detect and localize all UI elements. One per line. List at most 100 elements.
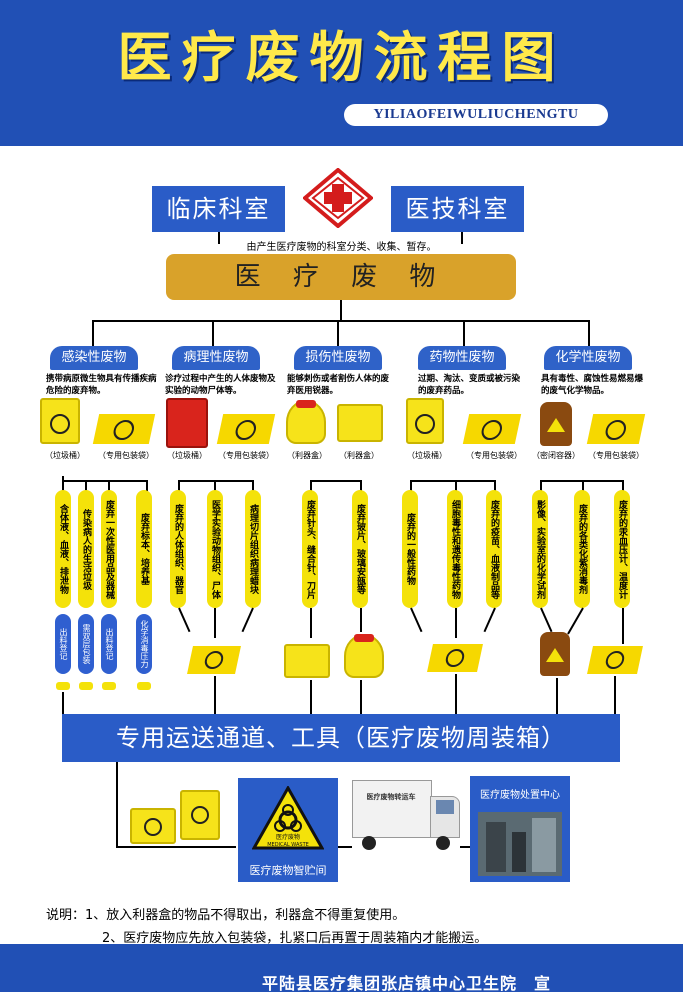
connector bbox=[212, 320, 214, 346]
medical-waste-box: 医 疗 废 物 bbox=[166, 254, 516, 300]
category-desc: 过期、淘汰、变质或被污染的废弃药品。 bbox=[418, 374, 521, 396]
truck-text: 医疗废物转运车 bbox=[366, 793, 416, 801]
sharps-box-icon bbox=[284, 644, 330, 678]
page-title: 医疗废物流程图 bbox=[117, 26, 566, 89]
connector bbox=[360, 608, 362, 632]
container-label: （垃圾桶） bbox=[167, 451, 207, 460]
connector bbox=[360, 680, 362, 714]
container-label: （专用包装袋） bbox=[218, 451, 274, 460]
connector bbox=[310, 480, 362, 482]
connector bbox=[340, 300, 342, 320]
connector bbox=[218, 232, 220, 244]
tag-marker bbox=[79, 682, 93, 690]
item-pill: 细胞毒性和遗传毒性药物 bbox=[447, 490, 463, 608]
item-pill: 废弃的人体组织、器官 bbox=[170, 490, 186, 608]
item-pill: 废弃针头、缝合针、刀片等 bbox=[302, 490, 318, 608]
item-pill: 废弃的各类化紫消毒剂 bbox=[574, 490, 590, 608]
connector bbox=[214, 608, 216, 638]
category-chemical: 化学性废物 bbox=[544, 346, 632, 370]
connector bbox=[108, 480, 110, 492]
connector bbox=[567, 607, 584, 635]
connector bbox=[310, 608, 312, 638]
connector bbox=[178, 480, 180, 492]
category-infectious: 感染性废物 bbox=[50, 346, 138, 370]
item-pill: 废弃玻片、玻璃安瓿等 bbox=[352, 490, 368, 608]
item-pill: 影像、实验室的化学试剂 bbox=[532, 490, 548, 608]
facility-photo bbox=[478, 812, 562, 876]
transport-truck-icon: 医疗废物转运车 bbox=[352, 780, 460, 864]
category-injurious: 损伤性废物 bbox=[294, 346, 382, 370]
sealed-bottle-icon bbox=[540, 632, 570, 676]
connector bbox=[622, 608, 624, 644]
connector bbox=[461, 232, 463, 244]
connector bbox=[241, 607, 254, 633]
connector bbox=[310, 680, 312, 714]
container-label: （垃圾桶） bbox=[407, 451, 447, 460]
connector bbox=[92, 320, 590, 322]
connector bbox=[62, 692, 64, 714]
handling-note: 出料登记 bbox=[55, 614, 71, 674]
container-label: （垃圾桶） bbox=[45, 451, 85, 460]
connector bbox=[494, 480, 496, 492]
yellow-bin-icon bbox=[180, 790, 220, 840]
connector bbox=[338, 846, 352, 848]
connector bbox=[483, 607, 496, 633]
connector bbox=[410, 480, 496, 482]
pinyin-subtitle: YILIAOFEIWULIUCHENGTU bbox=[344, 104, 608, 126]
connector bbox=[614, 676, 616, 714]
item-pill: 废弃一次性医用品及器械 bbox=[101, 490, 117, 608]
connector bbox=[455, 608, 457, 638]
waste-bag-icon bbox=[92, 414, 156, 444]
connector bbox=[214, 676, 216, 714]
category-desc: 诊疗过程中产生的人体废物及实验的动物尸体等。 bbox=[165, 374, 276, 396]
biohazard-warning-icon bbox=[252, 786, 324, 850]
transfer-box-icon bbox=[130, 808, 176, 844]
sign-text-en: MEDICAL WASTE bbox=[267, 842, 309, 848]
category-desc: 具有毒性、腐蚀性易燃易爆的废气化学物品。 bbox=[541, 374, 644, 396]
connector bbox=[540, 480, 542, 492]
disposal-center-label: 医疗废物处置中心 bbox=[480, 790, 560, 801]
connector bbox=[337, 320, 339, 346]
waste-bag-icon bbox=[586, 414, 646, 444]
connector bbox=[116, 846, 236, 848]
connector bbox=[62, 480, 148, 482]
dept-clinical: 临床科室 bbox=[152, 186, 285, 232]
handling-note: 出料登记 bbox=[101, 614, 117, 674]
dept-note: 由产生医疗废物的科室分类、收集、暂存。 bbox=[246, 242, 437, 253]
sharps-container-icon bbox=[344, 634, 384, 678]
dept-medical-tech: 医技科室 bbox=[391, 186, 524, 232]
sign-text: 医疗废物 bbox=[275, 834, 300, 841]
red-cross-icon bbox=[303, 168, 373, 228]
handling-note: 化学消毒压力灭菌后收集 bbox=[136, 614, 152, 674]
connector bbox=[540, 607, 553, 633]
connector bbox=[62, 480, 64, 492]
sharps-box-icon bbox=[337, 404, 383, 442]
explanation-1: 说明：1、放入利器盒的物品不得取出，利器盒不得重复使用。 bbox=[46, 908, 406, 923]
item-pill: 含体液、血液、排泄物 bbox=[55, 490, 71, 608]
waste-bag-icon bbox=[462, 414, 522, 444]
item-pill: 废弃的疫苗、血液制品等 bbox=[486, 490, 502, 608]
connector bbox=[252, 480, 254, 492]
connector bbox=[410, 607, 423, 633]
container-label: （专用包装袋） bbox=[588, 451, 644, 460]
category-pharmaceutical: 药物性废物 bbox=[418, 346, 506, 370]
waste-bag-icon bbox=[587, 646, 643, 674]
tag-marker bbox=[56, 682, 70, 690]
connector bbox=[146, 480, 148, 492]
tag-marker bbox=[102, 682, 116, 690]
connector bbox=[310, 480, 312, 492]
container-label: （利器盒） bbox=[339, 451, 379, 460]
explanation-2: 2、医疗废物应先放入包装袋，扎紧口后再置于周装箱内才能搬运。 bbox=[102, 931, 488, 946]
item-pill: 传染病人的生活垃圾 bbox=[78, 490, 94, 608]
connector bbox=[460, 846, 474, 848]
red-bin-icon bbox=[166, 398, 208, 448]
waste-bag-icon bbox=[216, 414, 276, 444]
footer-bar bbox=[0, 944, 683, 992]
connector bbox=[455, 674, 457, 714]
connector bbox=[178, 607, 191, 633]
item-pill: 医学实验动物组织、尸体 bbox=[207, 490, 223, 608]
container-label: （利器盒） bbox=[287, 451, 327, 460]
sharps-container-icon bbox=[286, 400, 326, 444]
category-pathological: 病理性废物 bbox=[172, 346, 260, 370]
connector bbox=[455, 480, 457, 492]
